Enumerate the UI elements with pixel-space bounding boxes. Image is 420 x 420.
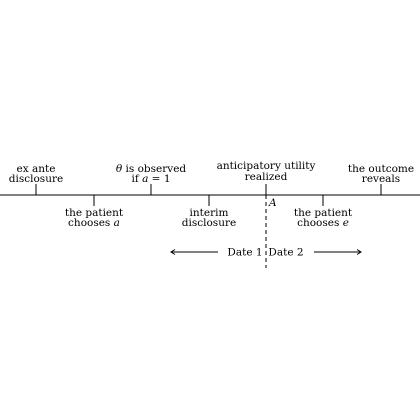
label-anticipatory-utility-line1: anticipatory utility [217, 160, 316, 172]
date1-arrowhead-left-icon [170, 249, 176, 255]
label-patient-chooses-a-line1: the patient [65, 207, 124, 219]
label-theta-observed-line1: θ is observed [116, 163, 187, 175]
label-outcome-reveals-line2: reveals [362, 173, 400, 185]
label-patient-chooses-e-line2: chooses e [297, 217, 349, 229]
label-theta-observed-line2: if a = 1 [131, 173, 170, 185]
label-patient-chooses-a-line2: chooses a [68, 217, 120, 229]
label-interim-disclosure-line2: disclosure [182, 217, 236, 229]
label-outcome-reveals-line1: the outcome [348, 163, 414, 175]
label-date-2: Date 2 [268, 247, 303, 259]
label-patient-chooses-e-line1: the patient [294, 207, 353, 219]
label-split-point-a: A [268, 197, 277, 209]
date2-arrowhead-right-icon [356, 249, 362, 255]
label-anticipatory-utility-line2: realized [245, 171, 288, 183]
label-interim-disclosure-line1: interim [190, 207, 229, 219]
label-date-1: Date 1 [227, 247, 262, 259]
label-ex-ante-line1: ex ante [17, 163, 56, 175]
label-ex-ante-line2: disclosure [9, 173, 63, 185]
